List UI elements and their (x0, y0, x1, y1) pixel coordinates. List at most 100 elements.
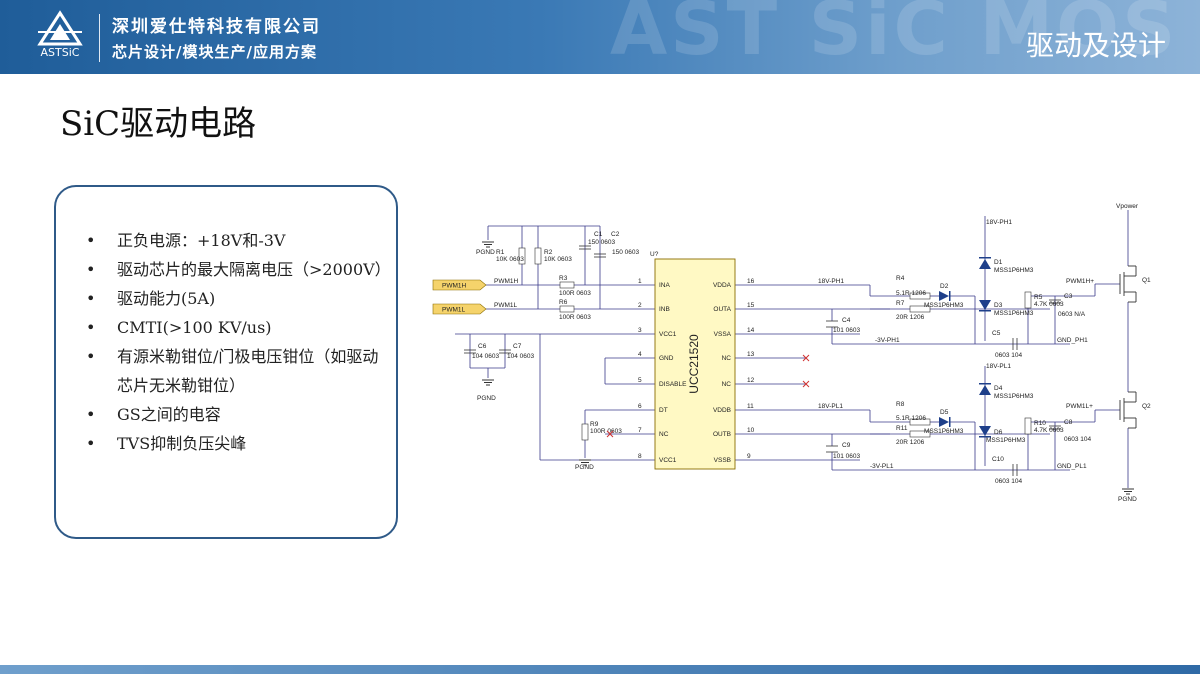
header-divider (99, 14, 100, 62)
pin-number: 16 (747, 278, 755, 285)
pin-name: OUTB (713, 431, 731, 438)
ref-label: C4 (842, 317, 851, 324)
value-label: 0603 104 (1064, 436, 1091, 443)
ref-label: C10 (992, 456, 1004, 463)
ref-label: C9 (842, 442, 851, 449)
pin-number: 11 (747, 403, 754, 410)
pin-name: INA (659, 282, 671, 289)
pin-number: 3 (638, 327, 642, 334)
net-label: 18V-PL1 (986, 363, 1011, 370)
value-label: 0603 104 (995, 478, 1022, 485)
value-label: 100R 0603 (559, 290, 591, 297)
mosfet-q2-icon (1119, 391, 1137, 429)
ref-label: R1 (496, 249, 505, 256)
net-label: 18V-PH1 (818, 278, 844, 285)
ref-label: R2 (544, 249, 553, 256)
net-label: PGND (476, 249, 495, 256)
ref-label: D1 (994, 259, 1003, 266)
net-label: PWM1L (494, 302, 518, 309)
pin-name: VDDA (713, 282, 732, 289)
value-label: 0603 104 (995, 352, 1022, 359)
ref-label: R3 (559, 275, 568, 282)
feature-item: 驱动能力(5A) (86, 284, 386, 313)
net-label: GND_PH1 (1057, 337, 1088, 344)
pin-number: 1 (638, 278, 642, 285)
resistor-r10 (1024, 417, 1032, 435)
resistor-r3 (559, 281, 575, 289)
value-label: 150 0603 (588, 239, 615, 246)
value-label: 100R 0603 (590, 428, 622, 435)
ref-label: R6 (559, 299, 568, 306)
pin-number: 7 (638, 427, 642, 434)
pin-name: DT (659, 407, 668, 414)
ref-label: C6 (478, 343, 487, 350)
driver-schematic: PWM1H PWM1L PWM1H PWM1L R1 10K 0603 R2 1… (432, 203, 1151, 503)
capacitor-c2 (594, 253, 606, 258)
ic-left-pins: 1 INA 2 INB 3 VCC1 4 GND 5 DISABLE 6 DT … (638, 278, 687, 464)
diode-d4-icon (979, 383, 991, 395)
pin-name: GND (659, 355, 674, 362)
resistor-r4 (909, 292, 931, 300)
net-label: -3V-PH1 (875, 337, 900, 344)
ic-ref-label: U? (650, 251, 659, 258)
value-label: 10K 0603 (544, 256, 572, 263)
ref-label: Q2 (1142, 403, 1151, 410)
pin-number: 6 (638, 403, 642, 410)
capacitor-c3 (1049, 299, 1061, 304)
pin-number: 9 (747, 453, 751, 460)
net-label: PWM1L+ (1066, 403, 1093, 410)
ref-label: C5 (992, 330, 1001, 337)
resistor-r5 (1024, 291, 1032, 309)
page-title: SiC驱动电路 (60, 104, 257, 144)
ref-label: C3 (1064, 293, 1073, 300)
feature-list: 正负电源：+18V和-3V 驱动芯片的最大隔离电压（>2000V） 驱动能力(5… (86, 226, 391, 458)
net-label: Vpower (1116, 203, 1139, 210)
feature-item: 有源米勒钳位/门极电压钳位（如驱动芯片无米勒钳位） (86, 342, 386, 400)
resistor-r6 (559, 305, 575, 313)
net-label: PGND (477, 395, 496, 402)
capacitor-c9 (826, 445, 838, 453)
pin-number: 13 (747, 351, 755, 358)
capacitor-c4 (826, 320, 838, 328)
pin-name: NC (722, 355, 732, 362)
pin-name: NC (722, 381, 732, 388)
ref-label: R9 (590, 421, 599, 428)
value-label: 150 0603 (612, 249, 639, 256)
feature-item: 正负电源：+18V和-3V (86, 226, 386, 255)
value-label: MSS1P6HM3 (994, 267, 1034, 274)
ref-label: R11 (896, 425, 908, 432)
resistor-r9 (581, 423, 589, 441)
value-label: MSS1P6HM3 (924, 428, 964, 435)
nc-cross-icon (606, 354, 810, 438)
diode-d1-icon (979, 257, 991, 269)
ground-symbol (481, 379, 495, 386)
net-label: PGND (575, 464, 594, 471)
value-label: 20R 1206 (896, 439, 925, 446)
company-name: 深圳爱仕特科技有限公司 (112, 17, 321, 37)
capacitor-c1 (579, 245, 591, 250)
pin-number: 10 (747, 427, 755, 434)
ic-right-pins: 16 VDDA 15 OUTA 14 VSSA 13 NC 12 NC 11 V… (713, 278, 755, 464)
net-label: PGND (1118, 496, 1137, 503)
value-label: 104 0603 (472, 353, 499, 360)
net-label: PWM1H+ (1066, 278, 1094, 285)
value-label: 101 0603 (833, 453, 860, 460)
pin-name: VCC1 (659, 457, 677, 464)
ref-label: C1 (594, 231, 603, 238)
pin-number: 12 (747, 377, 755, 384)
value-label: 4.7K 0603 (1034, 427, 1064, 434)
net-label: -3V-PL1 (870, 463, 894, 470)
logo-text: ASTSiC (40, 46, 80, 59)
ref-label: C2 (611, 231, 620, 238)
watermark: AST SiC MOS (610, 0, 1179, 72)
diode-d2-icon (939, 291, 951, 301)
pin-number: 8 (638, 453, 642, 460)
pin-number: 2 (638, 302, 642, 309)
feature-item: 驱动芯片的最大隔离电压（>2000V） (86, 255, 391, 284)
ground-symbol (1121, 488, 1135, 495)
value-label: MSS1P6HM3 (986, 437, 1026, 444)
pin-name: VSSB (714, 457, 731, 464)
company-logo: ASTSiC (28, 10, 92, 66)
value-label: 10K 0603 (496, 256, 524, 263)
feature-item: CMTI(>100 KV/us) (86, 313, 386, 342)
